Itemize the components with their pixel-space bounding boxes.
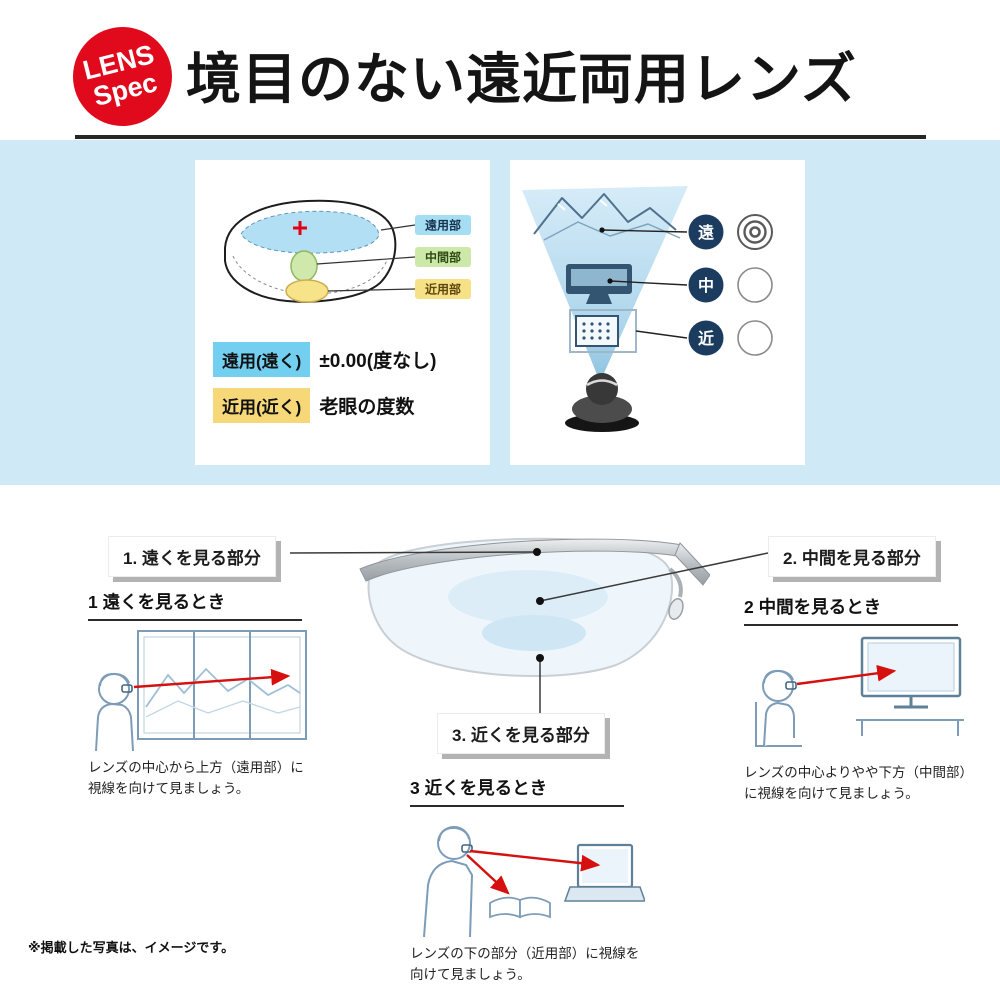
gaze-arrows — [466, 849, 601, 895]
scene-looking-middle: 2 中間を見るとき — [744, 594, 977, 805]
zone-tag-near: 近用部 — [425, 282, 461, 297]
scene-mid-title: 2 中間を見るとき — [744, 594, 958, 626]
scene-looking-far: 1 遠くを見るとき — [88, 589, 316, 800]
tv-icon — [856, 636, 964, 736]
gaze-arrow — [796, 664, 897, 686]
person-figure — [755, 669, 802, 747]
lens-zone-card: 遠用部 中間部 近用部 遠用(遠く) ±0.00(度なし) 近用(近く) 老眼の… — [195, 160, 490, 465]
zone-tag-mid: 中間部 — [425, 250, 461, 265]
near-zone-area — [285, 279, 329, 303]
mountains-icon — [533, 193, 681, 241]
spec-row-far: 遠用(遠く) ±0.00(度なし) — [213, 342, 436, 377]
zone-tag-far: 遠用部 — [425, 218, 461, 233]
zone-label-mid: 2. 中間を見る部分 — [768, 536, 936, 577]
spec-value-near: 老眼の度数 — [319, 397, 415, 418]
distance-connector-lines — [601, 229, 688, 339]
scene-far-title: 1 遠くを見るとき — [88, 589, 302, 621]
scene-near-caption: レンズの下の部分（近用部）に視線を向けて見ましょう。 — [410, 946, 640, 982]
lens-zone-diagram: 遠用部 中間部 近用部 — [224, 199, 471, 303]
zone-tags: 遠用部 中間部 近用部 — [415, 215, 471, 299]
focus-mid-icon — [737, 267, 773, 303]
gaze-arrow — [133, 668, 291, 689]
scene-mid-caption: レンズの中心よりやや下方（中間部）に視線を向けて見ましょう。 — [744, 765, 973, 801]
person-figure — [423, 826, 474, 937]
fitting-cross-icon — [293, 221, 307, 235]
distance-near-label: 近 — [698, 329, 714, 348]
scene-looking-near: 3 近くを見るとき — [410, 775, 650, 986]
distance-mid-label: 中 — [698, 276, 714, 295]
laptop-icon — [563, 843, 645, 902]
glasses-illustration — [359, 537, 710, 678]
lens-spec-badge: LENS Spec — [73, 27, 172, 126]
corridor-dashed-line — [232, 255, 388, 295]
spec-tag-near: 近用(近く) — [213, 388, 311, 423]
spec-value-far: ±0.00(度なし) — [319, 351, 437, 372]
spec-tag-far: 遠用(遠く) — [213, 342, 311, 377]
zone-label-near: 3. 近くを見る部分 — [437, 713, 605, 754]
zone-label-far: 1. 遠くを見る部分 — [108, 536, 276, 577]
spec-row-near: 近用(近く) 老眼の度数 — [213, 388, 414, 423]
focus-near-icon — [737, 320, 773, 356]
near-object-icon — [569, 309, 637, 353]
viewer-figure — [565, 373, 639, 432]
mid-zone-area — [290, 250, 318, 282]
viewing-distance-card: 遠 中 近 — [510, 160, 805, 465]
desk-view-illustration — [423, 826, 645, 937]
distance-badges: 遠 中 近 — [688, 214, 724, 356]
tv-view-illustration — [755, 636, 964, 747]
lens-spec-badge-text: LENS Spec — [80, 39, 164, 112]
viewing-distance-illustration: 遠 中 近 — [522, 186, 773, 432]
spec-section: 遠用部 中間部 近用部 遠用(遠く) ±0.00(度なし) 近用(近く) 老眼の… — [0, 140, 1000, 485]
person-figure — [95, 672, 134, 751]
header-divider — [75, 135, 926, 139]
focus-far-icon — [737, 214, 773, 250]
window-view-illustration — [95, 630, 307, 751]
scene-near-title: 3 近くを見るとき — [410, 775, 624, 807]
lens-usage-section: 1. 遠くを見る部分 2. 中間を見る部分 3. 近くを見る部分 1 遠くを見る… — [0, 485, 1000, 1000]
book-icon — [489, 896, 551, 919]
distance-far-label: 遠 — [698, 223, 714, 242]
zone-tag-lines — [316, 224, 416, 292]
far-zone-area — [240, 210, 380, 254]
near-zone-highlight — [482, 615, 586, 651]
page-title: 境目のない遠近両用レンズ — [186, 48, 857, 110]
disclaimer-footnote: ※掲載した写真は、イメージです。 — [28, 940, 235, 955]
scene-far-caption: レンズの中心から上方（遠用部）に視線を向けて見ましょう。 — [88, 760, 304, 796]
connector-dots — [599, 227, 613, 284]
